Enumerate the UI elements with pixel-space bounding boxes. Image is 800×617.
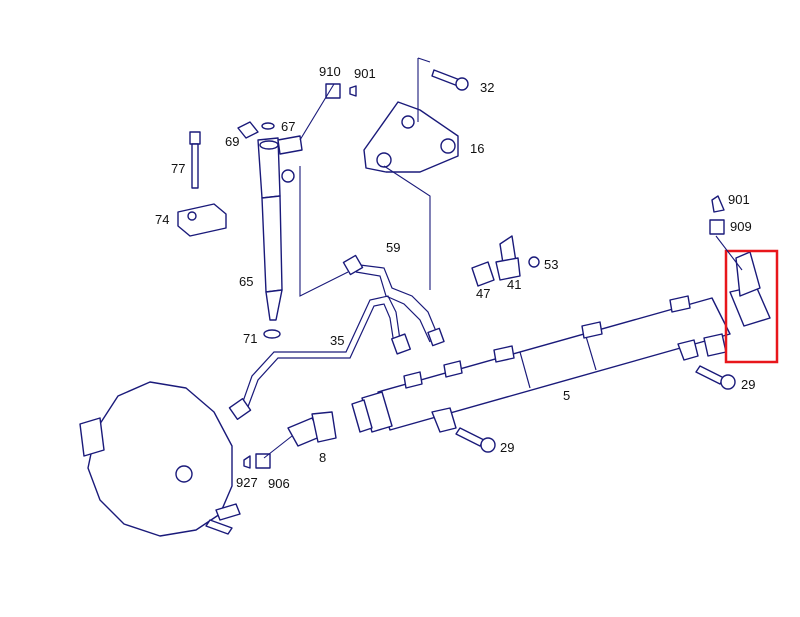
label-910: 910	[319, 64, 341, 79]
leader-lines	[263, 57, 743, 459]
label-901-right: 901	[728, 192, 750, 207]
fuel-line-35[interactable]	[228, 295, 412, 421]
label-74: 74	[155, 212, 169, 227]
clip-41[interactable]	[495, 235, 521, 281]
label-69: 69	[225, 134, 239, 149]
fuel-rail[interactable]	[351, 295, 731, 433]
label-901-top: 901	[354, 66, 376, 81]
connector-927[interactable]	[243, 455, 251, 469]
connector-909[interactable]	[709, 219, 725, 235]
bracket[interactable]	[363, 101, 459, 173]
label-16: 16	[470, 141, 484, 156]
label-77: 77	[171, 161, 185, 176]
bolt-32[interactable]	[431, 69, 469, 91]
connector-901-right[interactable]	[711, 195, 725, 213]
label-29-bottom: 29	[500, 440, 514, 455]
seal-washer[interactable]	[263, 329, 281, 339]
label-927: 927	[236, 475, 258, 490]
bolt-29-bottom[interactable]	[455, 427, 496, 453]
sensor-8[interactable]	[287, 411, 337, 447]
label-32: 32	[480, 80, 494, 95]
label-8: 8	[319, 450, 326, 465]
callout-labels: 910 901 32 67 69 16 77 74 65 59 71 35 41…	[155, 64, 755, 491]
o-ring[interactable]	[261, 122, 275, 130]
label-53: 53	[544, 257, 558, 272]
label-909: 909	[730, 219, 752, 234]
connector-901-top[interactable]	[349, 85, 357, 97]
label-5: 5	[563, 388, 570, 403]
label-29-right: 29	[741, 377, 755, 392]
label-67: 67	[281, 119, 295, 134]
high-pressure-pump[interactable]	[79, 381, 241, 537]
label-47: 47	[476, 286, 490, 301]
label-65: 65	[239, 274, 253, 289]
clamp-block[interactable]	[177, 203, 227, 237]
highlight-box	[724, 249, 779, 364]
nut-53[interactable]	[528, 256, 540, 268]
label-59: 59	[386, 240, 400, 255]
retaining-clip[interactable]	[237, 121, 259, 139]
label-71: 71	[243, 331, 257, 346]
connector-910[interactable]	[325, 83, 341, 99]
label-35: 35	[330, 333, 344, 348]
label-41: 41	[507, 277, 521, 292]
fuel-line-59[interactable]	[342, 254, 445, 347]
label-906: 906	[268, 476, 290, 491]
pressure-regulator-valve[interactable]	[703, 251, 771, 357]
bolt-29-right[interactable]	[695, 365, 736, 390]
cap-47[interactable]	[471, 261, 495, 287]
clip-ring[interactable]	[259, 140, 279, 150]
injector[interactable]	[257, 135, 303, 321]
connector-906[interactable]	[255, 453, 271, 469]
stud-bolt[interactable]	[189, 131, 201, 189]
